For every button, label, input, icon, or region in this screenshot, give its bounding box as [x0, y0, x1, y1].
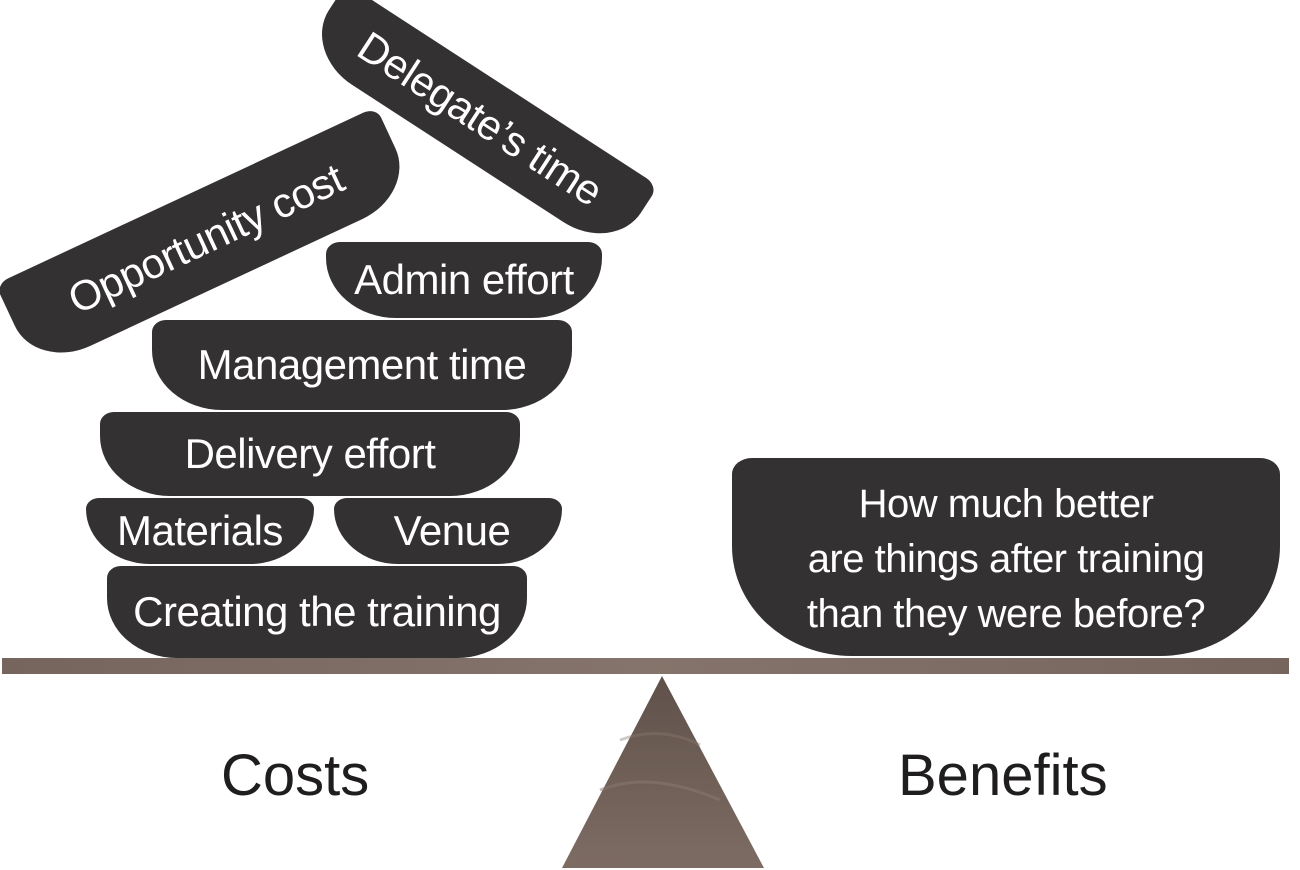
- scale-beam: [2, 658, 1289, 674]
- benefit-line-1: How much better: [858, 481, 1154, 526]
- block-creating-the-training: Creating the training: [107, 566, 527, 658]
- block-admin-effort-label: Admin effort: [354, 256, 574, 303]
- block-delivery-effort: Delivery effort: [100, 412, 520, 496]
- block-management-time: Management time: [152, 320, 572, 410]
- block-venue: Venue: [334, 498, 562, 564]
- costs-label: Costs: [221, 743, 370, 808]
- benefit-line-2: are things after training: [807, 536, 1205, 581]
- block-delivery-effort-label: Delivery effort: [184, 430, 436, 477]
- block-admin-effort: Admin effort: [326, 242, 602, 318]
- block-materials: Materials: [86, 498, 314, 564]
- benefits-label: Benefits: [898, 743, 1108, 808]
- block-management-time-label: Management time: [197, 341, 527, 388]
- block-benefit: How much better are things after trainin…: [732, 458, 1280, 656]
- block-venue-label: Venue: [393, 507, 511, 554]
- block-creating-the-training-label: Creating the training: [133, 588, 501, 635]
- benefit-line-3: than they were before?: [806, 591, 1206, 636]
- block-materials-label: Materials: [117, 507, 283, 554]
- scale-fulcrum: [562, 676, 764, 868]
